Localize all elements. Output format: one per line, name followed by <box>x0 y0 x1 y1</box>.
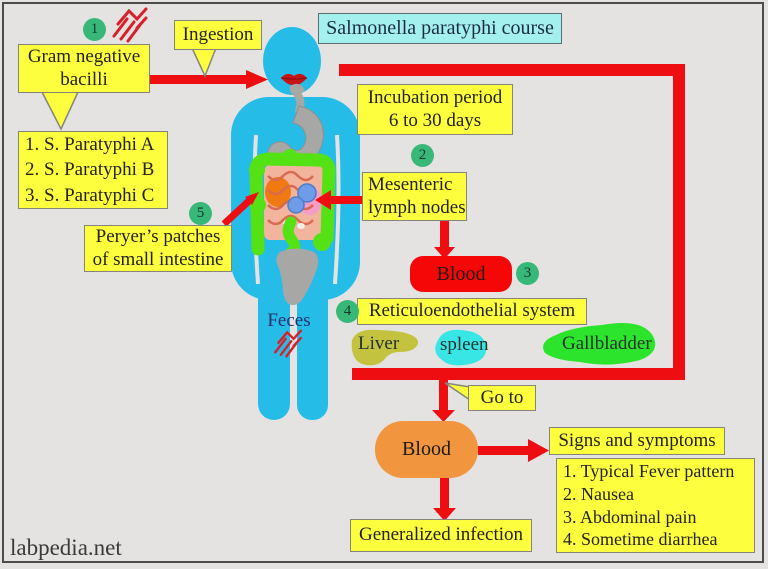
ingestion-label: Ingestion <box>174 20 262 50</box>
peryers-patches-label: Peryer’s patches of small intestine <box>84 225 232 272</box>
liver-shape <box>351 329 419 366</box>
incubation-label: Incubation period 6 to 30 days <box>357 84 513 135</box>
pelvis <box>276 248 319 306</box>
signs-item: 1. Typical Fever pattern <box>563 461 735 482</box>
goto-arrow <box>432 378 455 422</box>
generalized-infection-label: Generalized infection <box>350 519 532 552</box>
lymph-node-icon <box>297 183 317 203</box>
peyers-patch-area <box>265 177 291 207</box>
callout-tails <box>41 47 471 401</box>
gallbladder-shape <box>543 323 656 365</box>
gram-negative-label: Gram negative bacilli <box>18 44 150 93</box>
blood-node-primary: Blood <box>410 256 512 292</box>
gram-callout-tail <box>41 91 79 131</box>
blood-to-generalized-arrow <box>433 478 456 521</box>
flow-arrows <box>150 70 549 521</box>
spleen-label: spleen <box>440 334 489 355</box>
signs-item: 2. Nausea <box>563 483 634 504</box>
bacteria-icon <box>112 7 148 43</box>
step-badge-4: 4 <box>336 300 359 323</box>
signs-item: 3. Abdominal pain <box>563 506 697 527</box>
lymph-node-icon <box>287 196 305 214</box>
signs-list: 1. Typical Fever pattern 2. Nausea 3. Ab… <box>556 458 755 553</box>
serotype-item: 1. S. Paratyphi A <box>25 134 155 156</box>
peryers-arrow <box>221 192 259 227</box>
feces-label: Feces <box>267 310 311 331</box>
signs-title: Signs and symptoms <box>549 427 725 455</box>
right-leg <box>297 270 328 420</box>
intestines <box>249 149 337 258</box>
step-badge-2: 2 <box>411 144 434 167</box>
blood-node-secondary: Blood <box>375 421 478 478</box>
liver-label: Liver <box>358 333 400 354</box>
left-leg <box>258 270 290 420</box>
res-label: Reticuloendothelial system <box>357 298 587 325</box>
route-bracket <box>339 64 685 380</box>
gallbladder-label: Gallbladder <box>562 333 652 354</box>
diagram-title: Salmonella paratyphi course <box>318 13 562 44</box>
step-badge-1: 1 <box>83 18 106 41</box>
ingestion-arrow <box>150 70 268 89</box>
step-badge-5: 5 <box>189 202 212 225</box>
step-badge-3: 3 <box>516 262 539 285</box>
goto-callout-tail <box>444 382 471 401</box>
serotype-item: 2. S. Paratyphi B <box>25 159 155 181</box>
watermark: labpedia.net <box>10 535 122 560</box>
serotype-item: 3. S. Paratyphi C <box>25 184 155 206</box>
bacteria-icon <box>274 329 303 358</box>
mesenteric-label: Mesenteric lymph nodes <box>362 172 467 221</box>
mesenteric-arrow <box>315 190 363 210</box>
blood-to-signs-arrow <box>478 439 549 462</box>
right-arm-gap <box>333 134 341 285</box>
signs-item: 4. Sometime diarrhea <box>563 529 718 550</box>
ingestion-callout-tail <box>191 47 217 78</box>
goto-label: Go to <box>468 385 536 411</box>
spleen-shape <box>435 329 487 366</box>
lymph-to-blood-arrow <box>434 219 455 259</box>
serotype-list: 1. S. Paratyphi A 2. S. Paratyphi B 3. S… <box>18 131 168 209</box>
